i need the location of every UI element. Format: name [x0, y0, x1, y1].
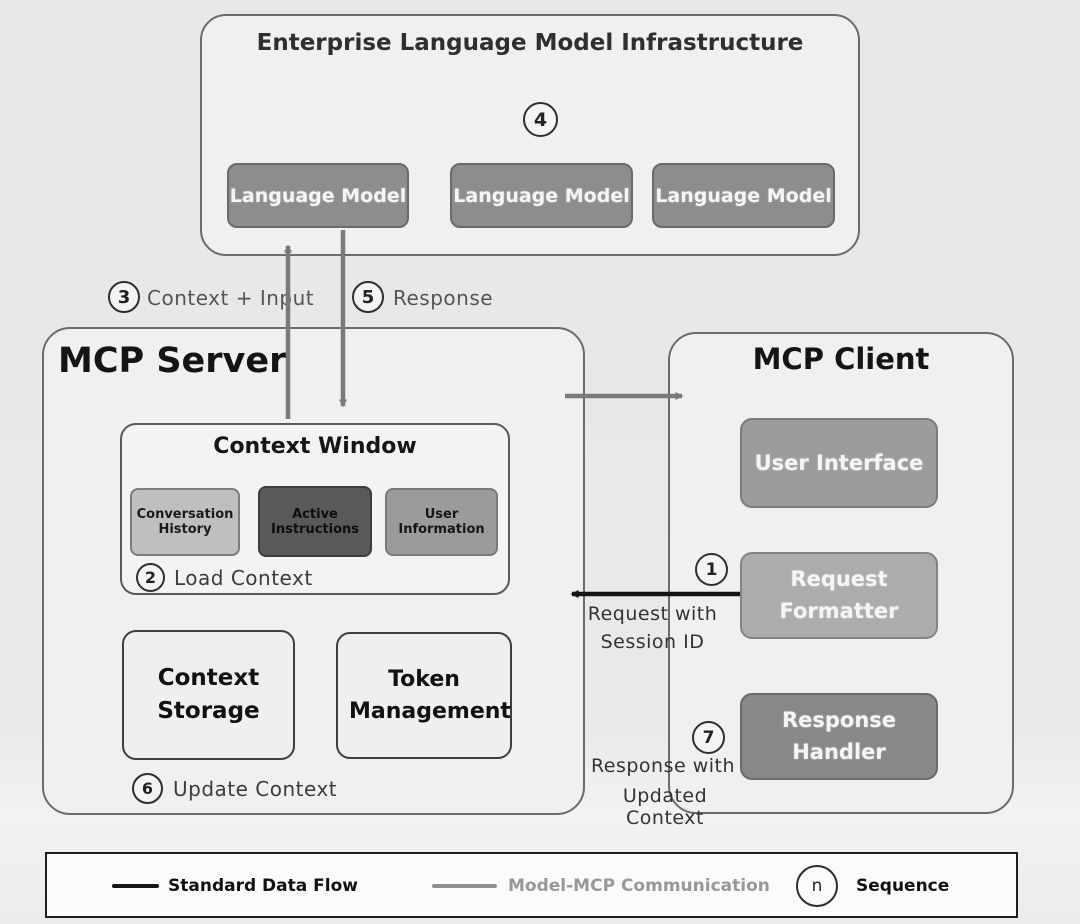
token-management-node: Token Management: [336, 632, 512, 759]
load-context-label: Load Context: [174, 566, 313, 590]
elm-infrastructure-title: Enterprise Language Model Infrastructure: [256, 30, 804, 56]
model-mcp-label: Model-MCP Communication: [508, 876, 770, 896]
standard-data-flow-label: Standard Data Flow: [168, 876, 358, 896]
sequence-badge-5: 5: [352, 281, 384, 313]
request-formatter-label: Request Formatter: [779, 567, 899, 623]
sequence-badge-3: 3: [108, 281, 140, 313]
model-mcp-line: [432, 884, 497, 888]
context-window-title: Context Window: [213, 434, 417, 459]
sequence-label: Sequence: [856, 876, 950, 896]
user-information-node: User Information: [385, 488, 498, 556]
user-interface-node: User Interface: [740, 418, 938, 508]
context-storage-label: Context Storage: [157, 664, 260, 724]
request-session-label-line2: Session ID: [600, 631, 705, 653]
context-storage-node: Context Storage: [122, 630, 295, 760]
sequence-badge-4: 4: [523, 102, 558, 137]
language-model-node-3: Language Model: [652, 163, 835, 228]
sequence-badge-1: 1: [695, 553, 728, 586]
response-flow-label: Response: [393, 286, 494, 310]
token-management-label: Token Management: [349, 666, 511, 724]
standard-data-flow-line: [112, 884, 159, 888]
active-instructions-node: Active Instructions: [258, 486, 372, 557]
update-context-label: Update Context: [173, 777, 338, 801]
mcp-client-title: MCP Client: [752, 342, 930, 376]
response-handler-label: Response Handler: [781, 708, 897, 764]
context-input-flow-label: Context + Input: [147, 286, 315, 310]
conversation-history-node: Conversation History: [130, 488, 240, 556]
response-handler-node: Response Handler: [740, 693, 938, 780]
legend-panel: [45, 852, 1018, 918]
mcp-server-title: MCP Server: [58, 341, 287, 381]
sequence-badge-6: 6: [132, 773, 163, 804]
request-formatter-node: Request Formatter: [740, 552, 938, 639]
language-model-node-2: Language Model: [450, 163, 633, 228]
sequence-legend-badge: n: [796, 865, 838, 907]
sequence-badge-7: 7: [692, 721, 725, 754]
response-updated-label-line2: Updated Context: [622, 785, 708, 829]
response-updated-label-line1: Response with: [590, 755, 736, 777]
request-session-label-line1: Request with: [587, 603, 718, 625]
language-model-node-1: Language Model: [227, 163, 409, 228]
sequence-badge-2: 2: [136, 563, 165, 592]
